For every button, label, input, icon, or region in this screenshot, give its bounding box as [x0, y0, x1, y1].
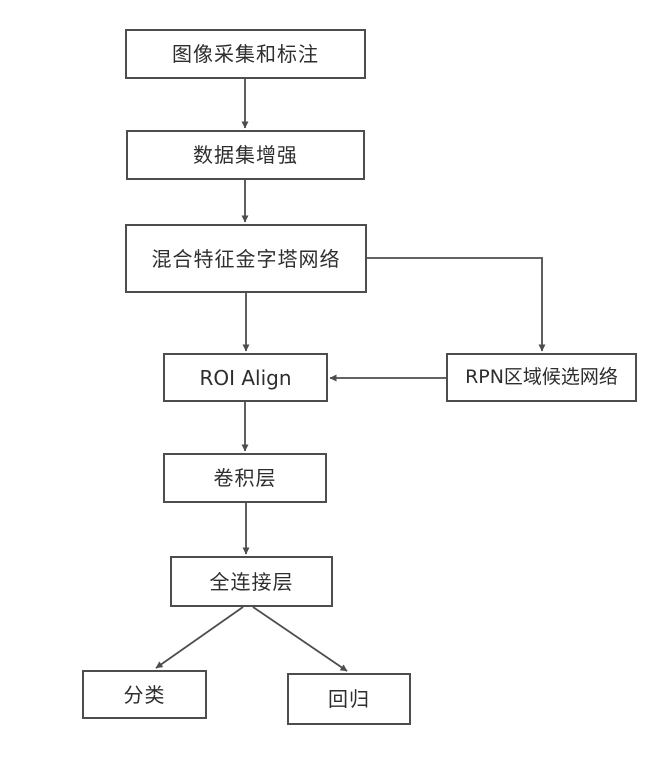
node-rpn-region-proposal-network: RPN区域候选网络 — [446, 353, 637, 402]
node-label: 数据集增强 — [193, 143, 298, 167]
node-roi-align: ROI Align — [163, 353, 328, 402]
node-image-capture-annotation: 图像采集和标注 — [125, 29, 366, 79]
edge-fc-regress — [252, 606, 348, 672]
node-convolution-layer: 卷积层 — [163, 453, 327, 503]
node-label: 图像采集和标注 — [172, 42, 319, 66]
node-dataset-augmentation: 数据集增强 — [126, 130, 365, 180]
node-hybrid-feature-pyramid-network: 混合特征金字塔网络 — [125, 224, 367, 293]
edge-fpn-rpn — [367, 257, 546, 352]
node-label: 全连接层 — [209, 569, 294, 594]
node-label: 回归 — [328, 687, 370, 711]
node-label: 分类 — [123, 682, 166, 707]
node-label: ROI Align — [199, 365, 292, 390]
node-fully-connected-layer: 全连接层 — [170, 556, 333, 607]
node-regression: 回归 — [287, 673, 411, 725]
node-label: RPN区域候选网络 — [465, 366, 618, 389]
node-classification: 分类 — [82, 670, 207, 719]
node-label: 卷积层 — [213, 466, 277, 490]
edge-fc-classify — [155, 606, 244, 669]
node-label: 混合特征金字塔网络 — [151, 246, 341, 271]
